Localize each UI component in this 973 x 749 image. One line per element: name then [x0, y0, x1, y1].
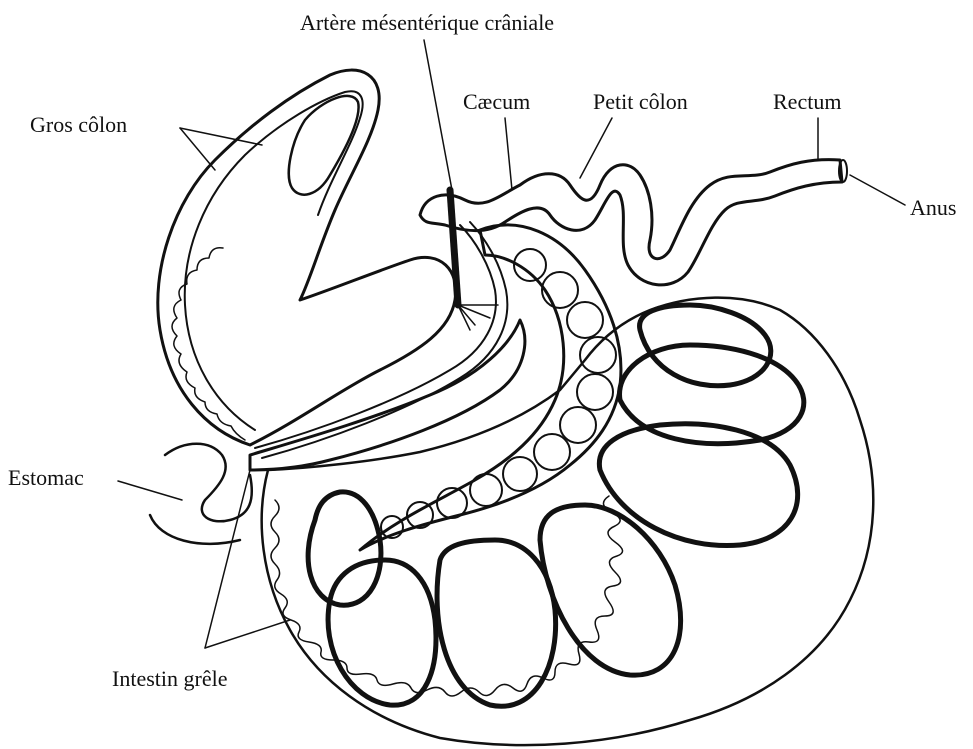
ventral-colon	[250, 320, 525, 470]
leader-anus	[850, 175, 905, 205]
label-stomach: Estomac	[8, 465, 84, 490]
large-colon-rim	[172, 248, 245, 440]
leader-cecum	[505, 118, 512, 190]
cecum-haustra	[381, 249, 616, 538]
loop-1	[328, 560, 436, 705]
large-colon	[158, 70, 456, 445]
leader-stomach	[118, 481, 182, 500]
leader-intestine-2	[205, 620, 290, 648]
loop-5	[620, 345, 804, 444]
leader-small-colon	[580, 118, 612, 178]
label-artery: Artère mésentérique crâniale	[300, 10, 554, 35]
large-colon-lumen	[185, 91, 363, 430]
label-anus: Anus	[910, 195, 956, 220]
label-small-intestine: Intestin grêle	[112, 666, 227, 691]
colic-artery-2	[262, 222, 507, 458]
leader-artery	[424, 40, 452, 190]
leader-lines	[118, 40, 905, 648]
leader-intestine-1	[205, 470, 250, 648]
label-small-colon: Petit côlon	[593, 89, 688, 114]
loop-7	[308, 492, 381, 605]
small-intestine-loops	[308, 305, 804, 706]
small-colon	[420, 160, 842, 285]
loop-2	[437, 540, 556, 706]
label-cecum: Cæcum	[463, 89, 530, 114]
stomach	[150, 444, 252, 544]
label-rectum: Rectum	[773, 89, 841, 114]
mesenteric-artery	[450, 190, 458, 305]
label-large-colon: Gros côlon	[30, 112, 127, 137]
